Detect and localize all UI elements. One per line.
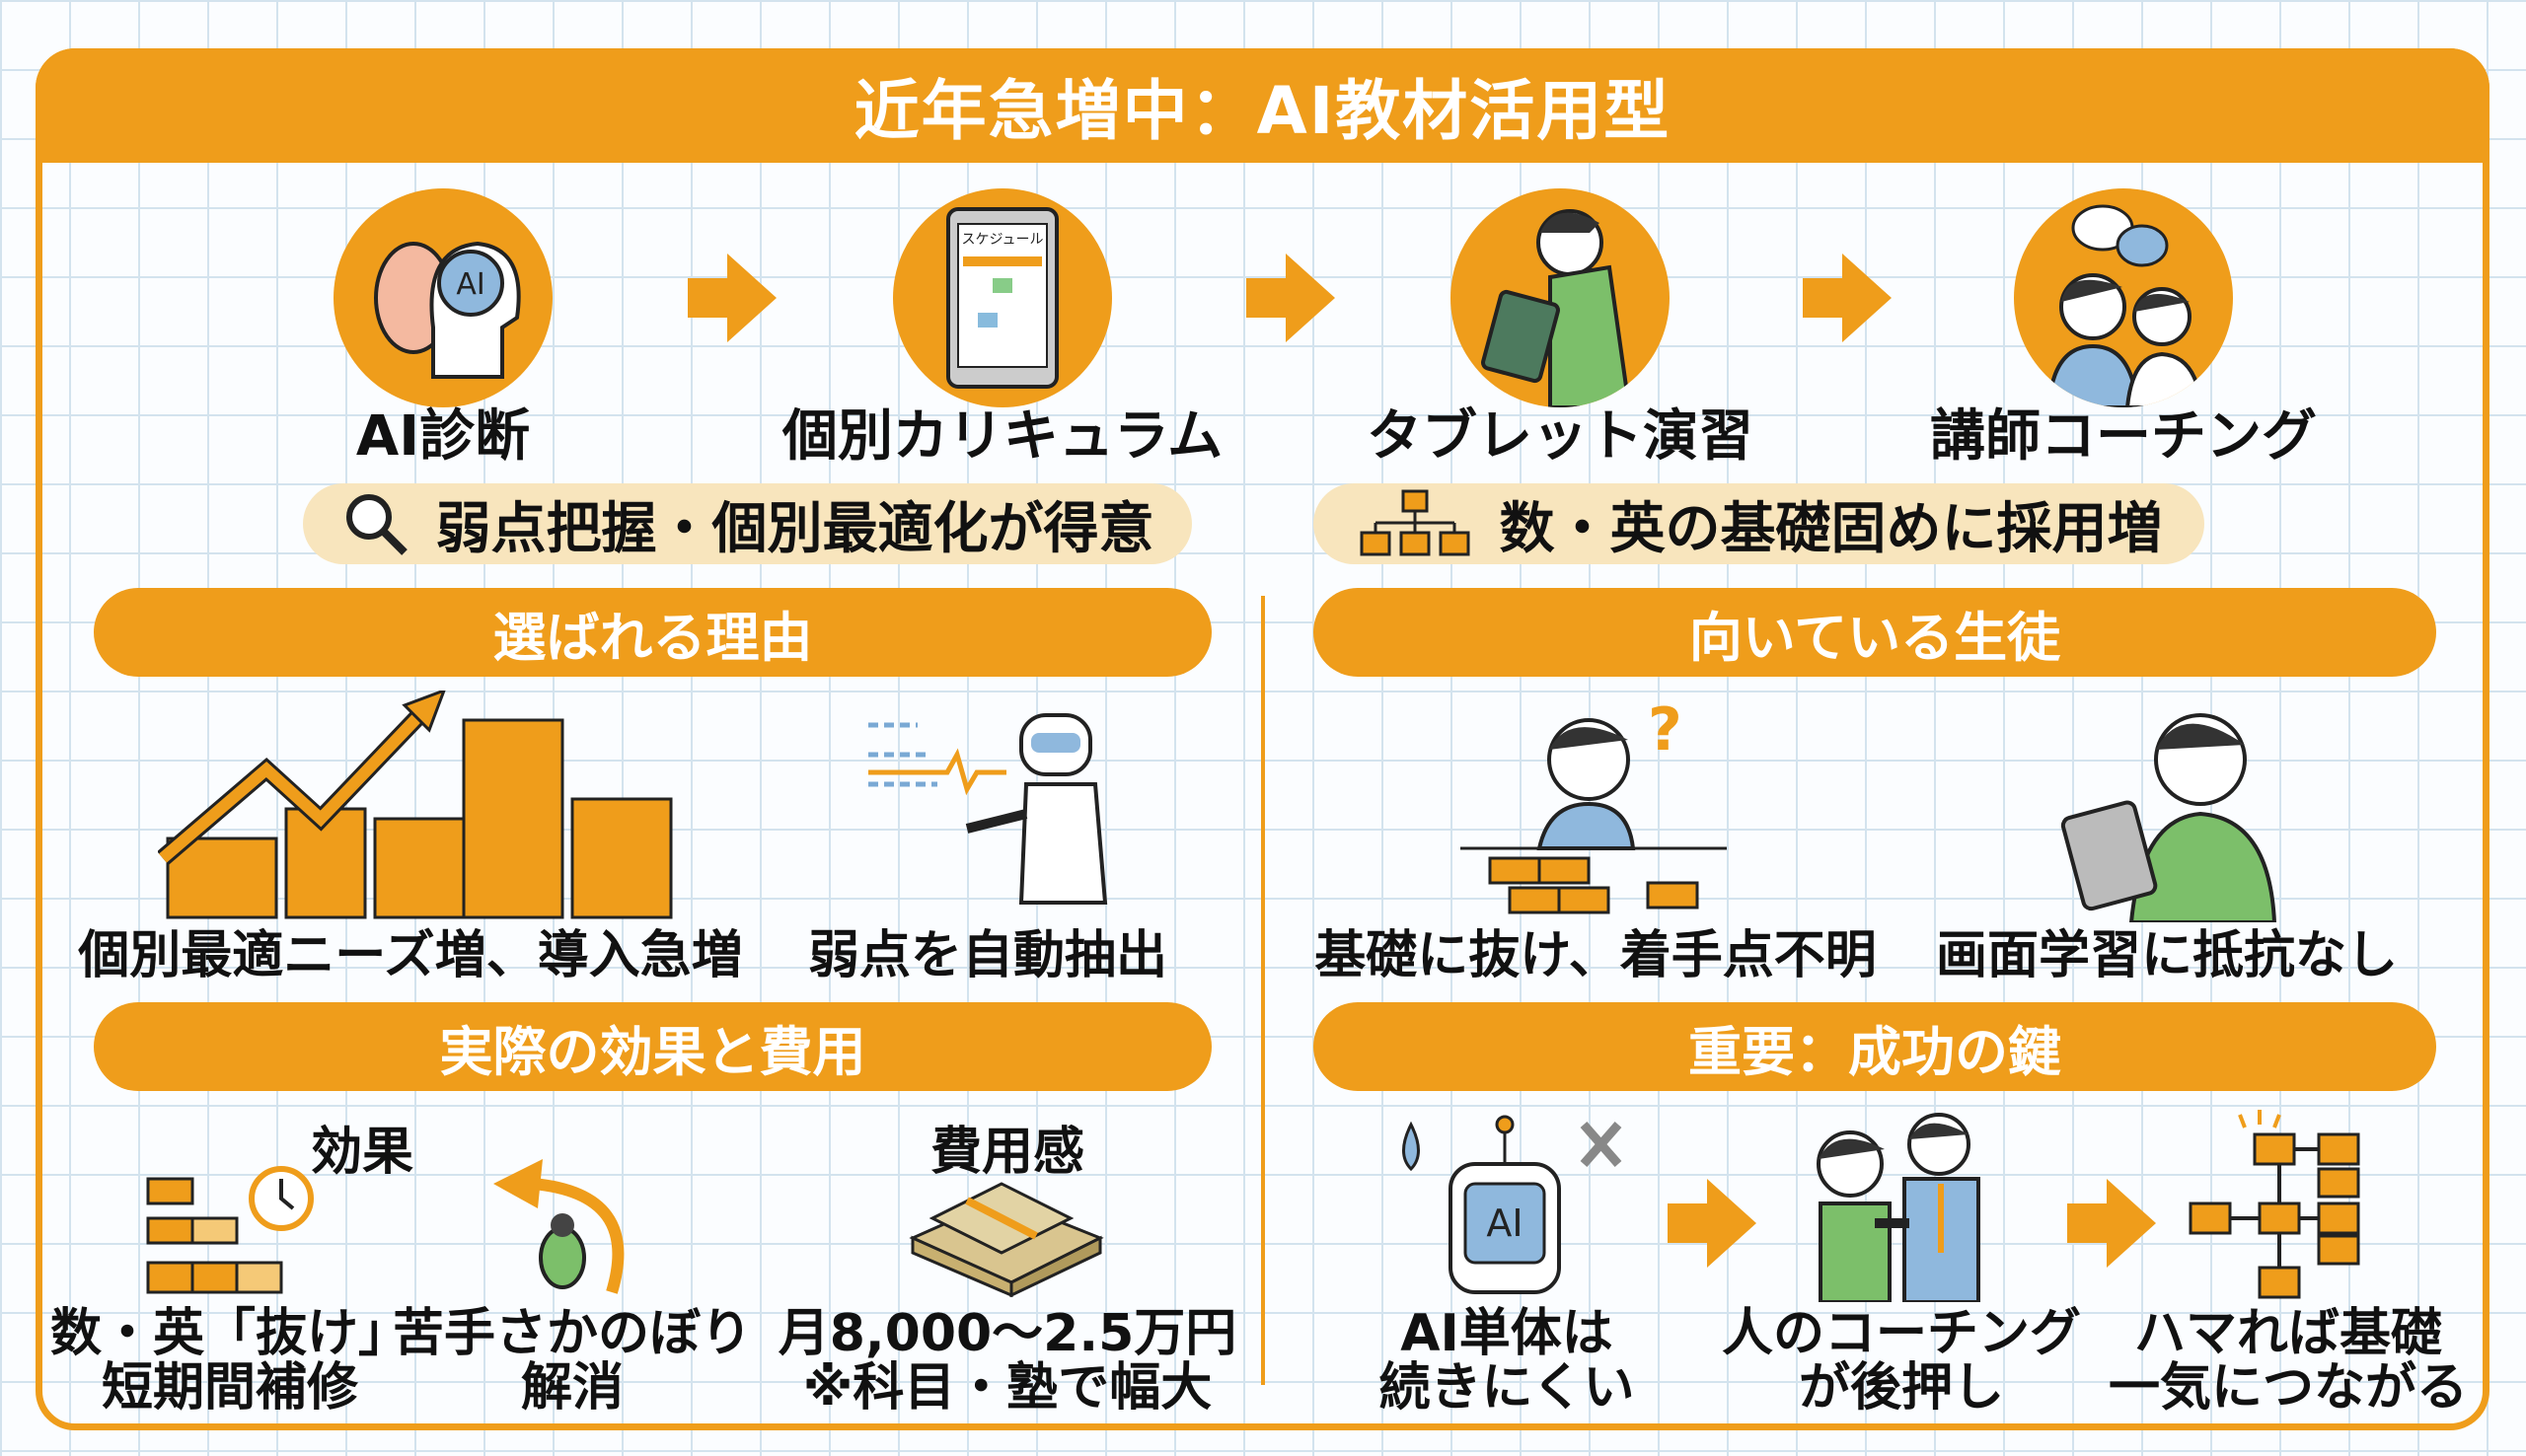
tablet-schedule-icon: スケジュール	[893, 188, 1112, 407]
key-coaching-label: 人のコーチングが後押し	[1722, 1307, 2081, 1415]
suited-label-basics: 基礎に抜け、着手点不明	[1314, 926, 1877, 985]
flow-arrow	[1803, 254, 1892, 342]
key-ai-alone-line2: 続きにくい	[1378, 1357, 1635, 1418]
cost-amount-label: 月8,000〜2.5万円※科目・塾で幅大	[779, 1307, 1237, 1415]
happy-student-tablet-icon	[2060, 713, 2277, 922]
key-basics-line2: 一気につながる	[2108, 1357, 2469, 1418]
hierarchy-icon	[1360, 489, 1469, 556]
key-coaching-line1: 人のコーチング	[1721, 1304, 2082, 1363]
bricks-clock-icon	[146, 1166, 314, 1294]
robot-extract-icon	[868, 713, 1108, 905]
section-header-effects: 実際の効果と費用	[94, 1002, 1212, 1091]
page-title: 近年急増中：AI教材活用型	[36, 48, 2489, 163]
svg-text:?: ?	[1648, 695, 1682, 764]
cost-amount-line1: 月8,000〜2.5万円	[778, 1304, 1237, 1363]
coaching-people-icon	[2014, 188, 2233, 407]
effect-gap-line2: 短期間補修	[101, 1357, 359, 1418]
step-label-tablet: タブレット演習	[1367, 404, 1753, 469]
svg-text:AI: AI	[456, 267, 484, 302]
adoption-text: 数・英の基礎固めに採用増	[1499, 496, 2163, 561]
step-label-coaching: 講師コーチング	[1930, 404, 2317, 469]
coach-support-icon	[1817, 1113, 1980, 1302]
key-arrow	[2067, 1179, 2156, 1268]
effect-gap-label: 数・英「抜け」短期間補修	[50, 1307, 409, 1415]
step-label-curriculum: 個別カリキュラム	[781, 404, 1224, 469]
effect-backtrack-line1: 苦手さかのぼり	[392, 1304, 753, 1363]
effect-label: 効果	[310, 1123, 414, 1182]
confused-student-icon: ?	[1460, 695, 1727, 914]
step-label-ai-diagnosis: AI診断	[355, 404, 531, 469]
section-header-reasons: 選ばれる理由	[94, 588, 1212, 677]
strength-pill: 弱点把握・個別最適化が得意	[303, 483, 1192, 564]
money-stack-icon	[909, 1182, 1104, 1297]
suited-label-screen: 画面学習に抵抗なし	[1935, 926, 2399, 985]
robot-ai-icon: AI	[1402, 1115, 1622, 1294]
svg-text:AI: AI	[1486, 1201, 1523, 1245]
svg-text:スケジュール: スケジュール	[961, 232, 1043, 248]
key-coaching-line2: が後押し	[1798, 1357, 2005, 1418]
strength-text: 弱点把握・個別最適化が得意	[435, 496, 1154, 561]
key-basics-label: ハマれば基礎一気につながる	[2109, 1307, 2468, 1415]
flow-arrow	[1246, 254, 1335, 342]
magnifier-icon	[345, 494, 408, 555]
effect-backtrack-line2: 解消	[520, 1357, 625, 1418]
effect-backtrack-label: 苦手さかのぼり解消	[393, 1307, 752, 1415]
key-ai-alone-line1: AI単体は	[1400, 1304, 1613, 1363]
cost-amount-line2: ※科目・塾で幅大	[802, 1357, 1213, 1418]
column-divider	[1261, 596, 1265, 1385]
cost-label: 費用感	[929, 1123, 1085, 1182]
student-tablet-icon	[1450, 188, 1670, 407]
effect-gap-line1: 数・英「抜け」	[49, 1304, 410, 1363]
key-ai-alone-label: AI単体は続きにくい	[1379, 1307, 1635, 1415]
key-arrow	[1668, 1179, 1756, 1268]
bug-backtrack-icon	[493, 1159, 625, 1294]
section-header-key: 重要：成功の鍵	[1313, 1002, 2436, 1091]
growth-buildings-icon	[158, 691, 673, 919]
key-basics-line1: ハマれば基礎	[2133, 1304, 2443, 1363]
reason-label-weakness: 弱点を自動抽出	[807, 926, 1168, 985]
connected-blocks-icon	[2189, 1110, 2360, 1299]
flow-arrow	[688, 254, 777, 342]
reason-label-demand: 個別最適ニーズ増、導入急増	[78, 926, 743, 985]
adoption-pill: 数・英の基礎固めに採用増	[1313, 483, 2204, 564]
ai-brain-icon: AI	[334, 188, 553, 407]
section-header-suited: 向いている生徒	[1313, 588, 2436, 677]
